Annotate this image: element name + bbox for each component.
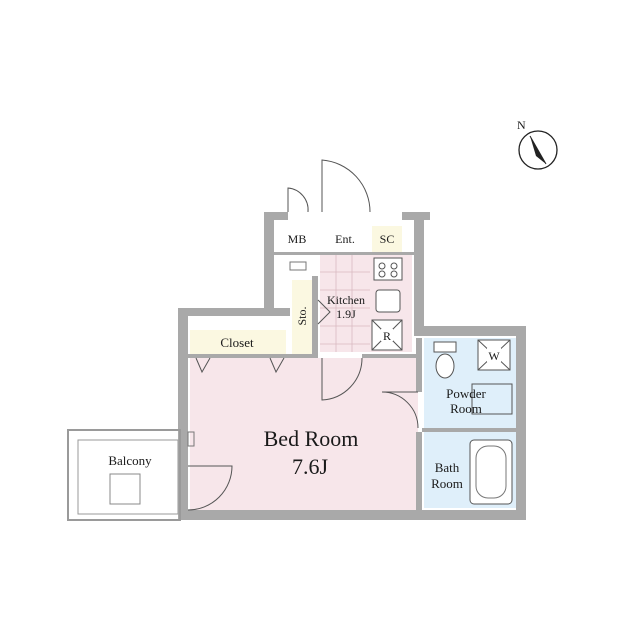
balcony-rail-inner [77, 439, 179, 515]
mb-door-swing-icon [287, 187, 309, 213]
closet-floor [190, 330, 286, 356]
balcony-label: Balcony [108, 453, 152, 468]
entrance-door-swing-icon [321, 159, 371, 213]
stove-icon [373, 257, 403, 281]
walls [67, 212, 526, 521]
storage-label: Sto. [295, 306, 309, 325]
wall-left [178, 308, 188, 520]
wall-wet-top [414, 326, 526, 336]
kitchen-label: Kitchen [327, 293, 365, 307]
washer-label: W [488, 349, 500, 363]
wall-entry-left [264, 212, 274, 316]
entrance-label: Ent. [335, 232, 355, 246]
balcony-door-swing-icon [187, 465, 233, 511]
wall-storage-right [312, 276, 318, 354]
refrigerator-label: R [383, 329, 391, 343]
bath-room-label-2: Room [431, 476, 463, 491]
closet-label: Closet [220, 335, 254, 350]
entrance-floor [322, 226, 368, 252]
compass-label: N [517, 118, 526, 132]
balcony-floor [80, 440, 178, 514]
wall-bottom [178, 510, 526, 520]
balcony-rail [67, 429, 181, 521]
wall-sc-right [414, 212, 424, 326]
meter-box-floor [285, 226, 309, 252]
compass: N [517, 118, 558, 170]
wall-closet-top [178, 308, 290, 316]
wall-bedroom-top-right [362, 354, 416, 358]
closet-outlet [187, 431, 195, 447]
compass-icon [518, 130, 558, 170]
balcony-drain-icon [109, 473, 141, 505]
wall-entry-bottom [274, 252, 414, 255]
powder-room-label-1: Powder [446, 386, 486, 401]
bedroom-size-label: 7.6J [292, 454, 329, 479]
wall-bedroom-right [416, 338, 422, 392]
closet-door-icon [195, 357, 285, 374]
powder-door-swing-icon [381, 391, 419, 429]
powder-room-label-2: Room [450, 401, 482, 416]
wall-bedroom-top-left [188, 354, 318, 358]
meter-box-label: MB [288, 232, 307, 246]
bedroom-door-swing-icon [321, 357, 363, 401]
kitchen-fixtures [371, 257, 403, 351]
shoe-cabinet-floor [372, 226, 402, 252]
bath-room-label-1: Bath [435, 460, 460, 475]
entry-outlet [289, 261, 307, 271]
bedroom-label: Bed Room [264, 426, 359, 451]
storage-door-icon [317, 299, 331, 325]
toilet-icon [433, 341, 457, 353]
wall-powder-bath [422, 428, 516, 432]
shoe-cabinet-label: SC [380, 232, 395, 246]
wall-wet-right [516, 326, 526, 520]
bathtub-icon [469, 439, 513, 505]
kitchen-tile-grid [320, 254, 370, 352]
storage-floor [292, 280, 312, 354]
sink-icon [375, 289, 401, 313]
doors [187, 159, 419, 511]
wet-fixtures [433, 339, 513, 505]
kitchen-size-label: 1.9J [336, 307, 356, 321]
wall-entry-top [264, 212, 288, 220]
wall-bedroom-right-low [416, 432, 422, 510]
basin-icon [471, 383, 513, 415]
